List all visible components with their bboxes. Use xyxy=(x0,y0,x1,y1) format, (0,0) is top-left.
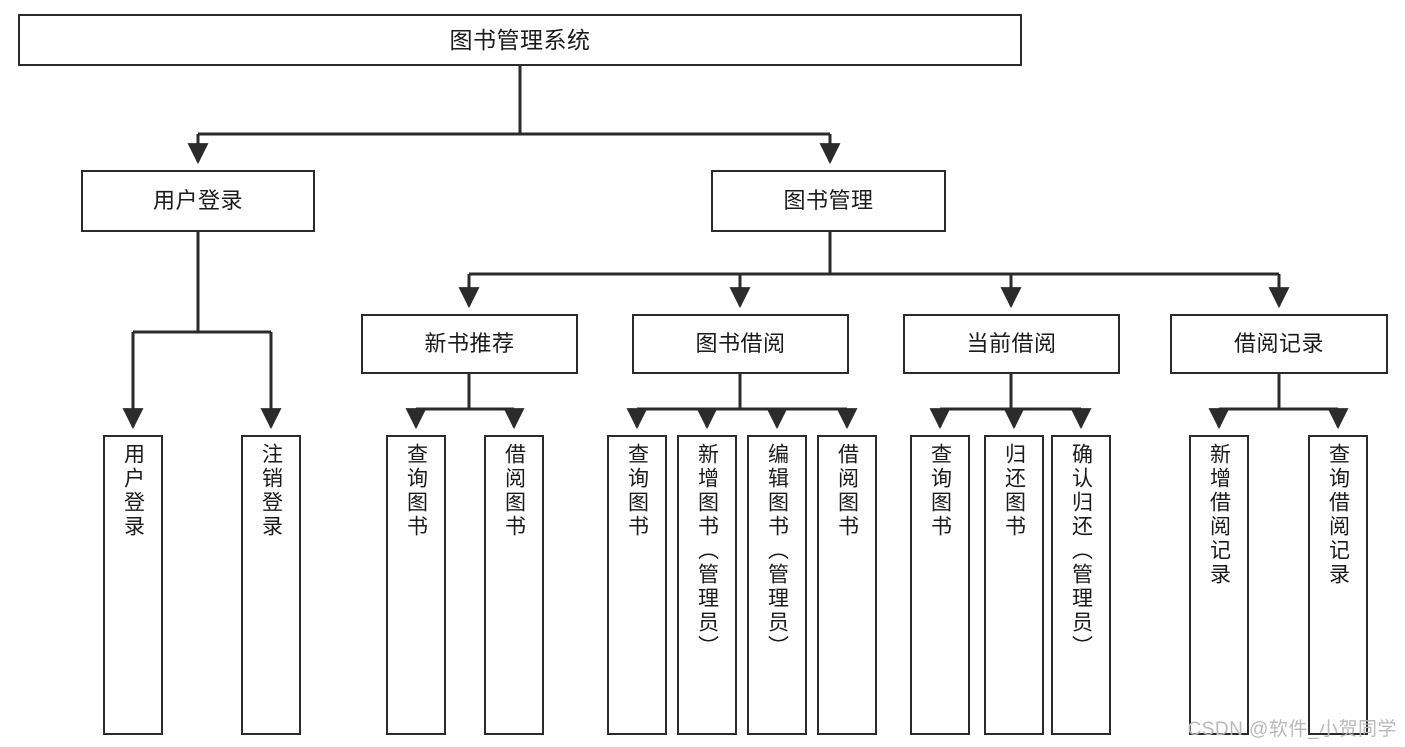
node-book-manage[interactable]: 图书管理 xyxy=(711,170,946,232)
node-leaf-add-record-label: 新增借阅记录 xyxy=(1207,443,1231,587)
node-leaf-user-login[interactable]: 用户登录 xyxy=(103,435,163,735)
node-leaf-query-record-label: 查询借阅记录 xyxy=(1326,443,1350,587)
node-new-book-rec[interactable]: 新书推荐 xyxy=(361,314,578,374)
node-leaf-add-book[interactable]: 新增图书（管理员） xyxy=(677,435,737,735)
node-current-borrow-label: 当前借阅 xyxy=(966,331,1057,357)
node-book-borrow[interactable]: 图书借阅 xyxy=(632,314,849,374)
node-user-login-label: 用户登录 xyxy=(152,188,243,214)
node-leaf-borrow-book-1-label: 借阅图书 xyxy=(502,443,526,539)
node-leaf-query-book-1[interactable]: 查询图书 xyxy=(386,435,446,735)
node-book-manage-label: 图书管理 xyxy=(783,188,874,214)
node-leaf-borrow-book-2[interactable]: 借阅图书 xyxy=(817,435,877,735)
node-leaf-edit-book-label: 编辑图书（管理员） xyxy=(765,443,789,659)
node-leaf-query-book-3[interactable]: 查询图书 xyxy=(910,435,970,735)
node-new-book-rec-label: 新书推荐 xyxy=(424,331,515,357)
node-leaf-confirm-return-label: 确认归还（管理员） xyxy=(1069,443,1093,659)
node-leaf-user-login-label: 用户登录 xyxy=(121,443,145,539)
node-leaf-borrow-book-1[interactable]: 借阅图书 xyxy=(484,435,544,735)
node-user-login[interactable]: 用户登录 xyxy=(81,170,315,232)
csdn-watermark: CSDN @软件_小贺同学 xyxy=(1187,719,1397,740)
node-leaf-query-record[interactable]: 查询借阅记录 xyxy=(1308,435,1368,735)
node-leaf-query-book-2[interactable]: 查询图书 xyxy=(607,435,667,735)
node-leaf-confirm-return[interactable]: 确认归还（管理员） xyxy=(1051,435,1111,735)
node-root[interactable]: 图书管理系统 xyxy=(18,14,1022,66)
node-leaf-return-book-label: 归还图书 xyxy=(1002,443,1026,539)
node-leaf-edit-book[interactable]: 编辑图书（管理员） xyxy=(747,435,807,735)
node-book-borrow-label: 图书借阅 xyxy=(695,331,786,357)
node-current-borrow[interactable]: 当前借阅 xyxy=(903,314,1120,374)
node-borrow-record[interactable]: 借阅记录 xyxy=(1170,314,1388,374)
node-leaf-logout-label: 注销登录 xyxy=(259,443,283,539)
node-leaf-return-book[interactable]: 归还图书 xyxy=(984,435,1044,735)
node-leaf-add-record[interactable]: 新增借阅记录 xyxy=(1189,435,1249,735)
node-leaf-query-book-2-label: 查询图书 xyxy=(625,443,649,539)
node-borrow-record-label: 借阅记录 xyxy=(1233,331,1324,357)
node-root-label: 图书管理系统 xyxy=(449,26,591,53)
node-leaf-borrow-book-2-label: 借阅图书 xyxy=(835,443,859,539)
node-leaf-add-book-label: 新增图书（管理员） xyxy=(695,443,719,659)
node-leaf-query-book-3-label: 查询图书 xyxy=(928,443,952,539)
node-leaf-logout[interactable]: 注销登录 xyxy=(241,435,301,735)
node-leaf-query-book-1-label: 查询图书 xyxy=(404,443,428,539)
